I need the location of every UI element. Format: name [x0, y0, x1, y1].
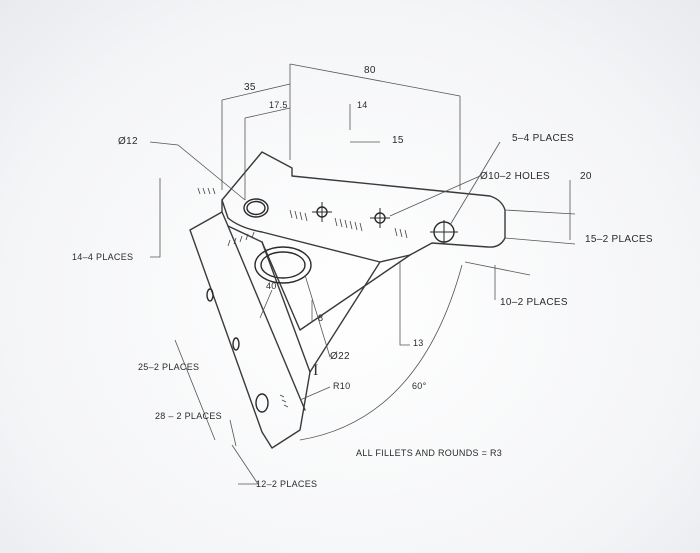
dim-15-2: [504, 209, 576, 245]
fillet-hatch-2: [227, 231, 255, 247]
leader-phi22: [304, 274, 331, 358]
top-flange-outline: [221, 151, 506, 263]
dim-label-r10: R10: [333, 381, 351, 391]
dim-label-phi22: Ø22: [330, 351, 350, 362]
leader-phi10: [389, 175, 481, 217]
dim-label-17-5: 17.5: [269, 100, 288, 110]
slot-phi22: [254, 246, 312, 284]
dim-label-phi10-2-holes: Ø10–2 HOLES: [480, 171, 551, 182]
angled-leg-outline: [189, 211, 311, 449]
centermark-2: [370, 208, 390, 228]
dim-label-14-4-places: 14–4 PLACES: [72, 252, 134, 262]
dim-label-13: 13: [413, 338, 424, 348]
flange-front-edge: [221, 199, 263, 243]
dim-12-2: [231, 444, 259, 485]
hole-phi12: [243, 198, 269, 218]
slot-phi22-inner: [260, 251, 306, 279]
web-rib: [261, 241, 411, 331]
dim-label-80: 80: [364, 65, 376, 76]
dim-10-2: [464, 261, 531, 300]
dim-25-2: [174, 339, 216, 441]
leader-phi12: [149, 141, 246, 201]
dim-label-phi12: Ø12: [118, 136, 138, 147]
fillet-hatch-1: [289, 209, 408, 239]
fillets-note: ALL FILLETS AND ROUNDS = R3: [356, 448, 503, 458]
centermark-1: [312, 202, 332, 222]
centermark-3: [430, 220, 458, 244]
leader-r10: [299, 386, 331, 401]
dim-label-40: 40: [266, 281, 277, 291]
dim-label-14: 14: [357, 100, 368, 110]
dim-40: [259, 289, 273, 319]
text-cursor: I: [313, 362, 318, 379]
dim-14-4: [150, 178, 161, 258]
fillet-hatch-3: [197, 187, 216, 195]
leg-hole-1: [206, 288, 214, 302]
dim-label-28-2-places: 28 – 2 PLACES: [155, 411, 222, 421]
dim-label-25-2-places: 25–2 PLACES: [138, 362, 200, 372]
leader-5-4: [449, 141, 501, 226]
dim-label-12-2-places: 12–2 PLACES: [256, 479, 318, 489]
dim-label-35: 35: [244, 82, 256, 93]
dim-label-5-4-places: 5–4 PLACES: [512, 133, 574, 144]
leg-hole-2: [232, 337, 240, 351]
dim-17-5: [244, 107, 291, 200]
arc-60: [299, 264, 463, 441]
dim-label-8: 8: [318, 313, 324, 323]
dim-label-60-degrees: 60°: [412, 381, 427, 391]
dim-28-2: [229, 419, 237, 447]
leg-back-edge: [261, 241, 381, 373]
dim-label-15-2-places: 15–2 PLACES: [585, 234, 653, 245]
hole-phi12-inner: [246, 200, 266, 216]
dim-label-15: 15: [392, 135, 404, 146]
dim-label-10-2-places: 10–2 PLACES: [500, 297, 568, 308]
dim-13: [399, 262, 410, 346]
dim-80: [289, 63, 461, 190]
leg-inner-edge: [227, 225, 306, 411]
leg-hole-3: [255, 393, 269, 413]
fillet-hatch-4: [279, 394, 289, 408]
dim-35: [221, 83, 291, 190]
dim-label-20: 20: [580, 171, 592, 182]
